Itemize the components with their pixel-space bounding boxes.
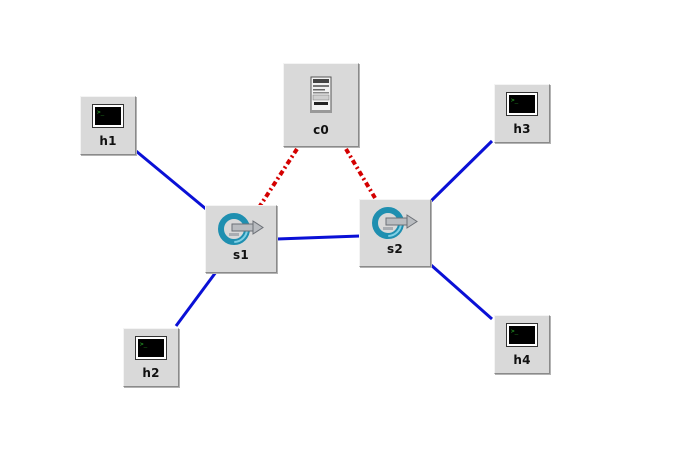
- host-h3[interactable]: >_ h3: [494, 84, 550, 143]
- node-label: s1: [233, 248, 249, 262]
- link-h4-s2[interactable]: [430, 263, 493, 321]
- svg-text:>_: >_: [511, 97, 519, 104]
- server-tower-icon: [309, 76, 333, 118]
- node-label: h3: [513, 122, 531, 136]
- openflow-switch-icon: [371, 206, 419, 244]
- terminal-icon: >_: [506, 92, 538, 120]
- link-c0-s1[interactable]: [256, 147, 299, 211]
- host-h4[interactable]: >_ h4: [494, 315, 550, 374]
- link-h1-s1[interactable]: [135, 149, 207, 211]
- terminal-icon: >_: [92, 104, 124, 132]
- svg-text:>_: >_: [97, 109, 105, 116]
- openflow-switch-icon: [217, 212, 265, 250]
- node-label: h1: [99, 134, 117, 148]
- link-h2-s1[interactable]: [174, 271, 218, 327]
- node-label: h2: [142, 366, 160, 380]
- node-label: c0: [313, 123, 329, 137]
- svg-text:>_: >_: [140, 341, 148, 348]
- controller-c0[interactable]: c0: [283, 63, 359, 147]
- link-s1-s2[interactable]: [276, 234, 361, 241]
- terminal-icon: >_: [506, 323, 538, 351]
- terminal-icon: >_: [135, 336, 167, 364]
- switch-s1[interactable]: s1: [205, 205, 277, 273]
- node-label: s2: [387, 242, 403, 256]
- svg-text:>_: >_: [511, 328, 519, 335]
- link-h3-s2[interactable]: [429, 139, 494, 203]
- link-c0-s2[interactable]: [344, 147, 380, 205]
- switch-s2[interactable]: s2: [359, 199, 431, 267]
- host-h2[interactable]: >_ h2: [123, 328, 179, 387]
- node-label: h4: [513, 353, 531, 367]
- host-h1[interactable]: >_ h1: [80, 96, 136, 155]
